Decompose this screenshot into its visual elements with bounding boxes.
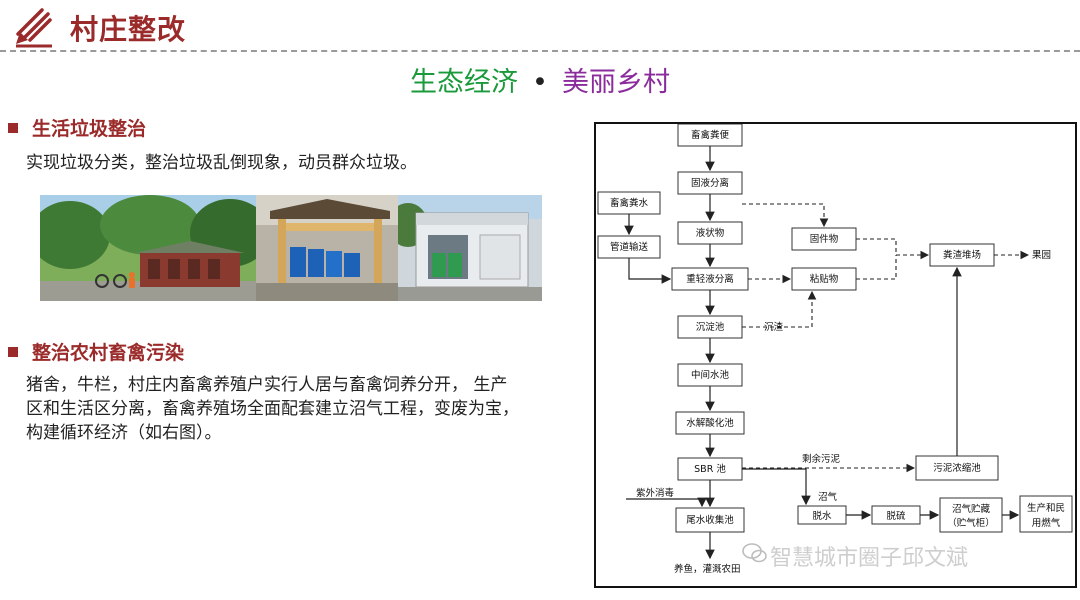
text-line: 猪舍，牛栏，村庄内畜禽养殖户实行人居与畜禽饲养分开， 生产 bbox=[26, 375, 508, 395]
watermark-text: 智慧城市圈子邱文斌 bbox=[770, 546, 969, 571]
svg-text:粪渣堆场: 粪渣堆场 bbox=[943, 249, 981, 261]
photo-garbage-bins bbox=[256, 195, 398, 301]
svg-text:中间水池: 中间水池 bbox=[691, 369, 730, 381]
node-desulfurization: 脱硫 bbox=[871, 505, 921, 525]
svg-text:污泥浓缩池: 污泥浓缩池 bbox=[933, 462, 981, 474]
svg-text:脱硫: 脱硫 bbox=[886, 510, 906, 522]
label-uv-disinfection: 紫外消毒 bbox=[636, 487, 675, 499]
node-sludge-thickener: 污泥浓缩池 bbox=[915, 455, 999, 481]
bullet-square-icon bbox=[8, 122, 18, 133]
node-settling-tank: 沉淀池 bbox=[677, 315, 743, 339]
svg-text:粘贴物: 粘贴物 bbox=[810, 273, 839, 285]
text-line: 区和生活区分离，畜禽养殖场全面配套建立沼气工程，变废为宝， bbox=[26, 399, 519, 419]
svg-text:SBR 池: SBR 池 bbox=[694, 463, 726, 475]
section-text-livestock: 猪舍，牛栏，村庄内畜禽养殖户实行人居与畜禽饲养分开， 生产 区和生活区分离，畜禽… bbox=[26, 373, 519, 445]
label-biogas: 沼气 bbox=[818, 491, 838, 503]
svg-text:沉淀池: 沉淀池 bbox=[696, 321, 725, 333]
svg-text:水解酸化池: 水解酸化池 bbox=[686, 417, 734, 429]
node-manure-water: 畜禽粪水 bbox=[597, 191, 661, 215]
node-middle-tank: 中间水池 bbox=[677, 363, 743, 387]
svg-text:用燃气: 用燃气 bbox=[1032, 517, 1061, 529]
svg-text:脱水: 脱水 bbox=[812, 510, 832, 522]
subtitle-separator: • bbox=[532, 67, 548, 98]
node-biogas-storage: 沼气贮藏 （贮气柜） bbox=[939, 497, 1003, 533]
node-dewatering: 脱水 bbox=[797, 505, 847, 525]
svg-text:（贮气柜）: （贮气柜） bbox=[947, 517, 995, 529]
photo-sanitation-station bbox=[398, 195, 542, 301]
section-heading-livestock: 整治农村畜禽污染 bbox=[8, 338, 184, 365]
svg-text:生产和民: 生产和民 bbox=[1027, 502, 1065, 514]
node-sbr-tank: SBR 池 bbox=[677, 457, 743, 481]
slide-subtitle: 生态经济 • 美丽乡村 bbox=[0, 60, 1080, 99]
label-fish-irrigation: 养鱼，灌溉农田 bbox=[674, 563, 741, 575]
section-heading-text: 整治农村畜禽污染 bbox=[32, 342, 185, 364]
subtitle-left: 生态经济 bbox=[410, 67, 519, 98]
svg-text:液状物: 液状物 bbox=[696, 227, 725, 239]
node-tail-water-tank: 尾水收集池 bbox=[675, 507, 745, 533]
svg-text:重轻液分离: 重轻液分离 bbox=[686, 273, 734, 285]
svg-text:固液分离: 固液分离 bbox=[691, 177, 729, 189]
node-solid-liquid-separation: 固液分离 bbox=[677, 171, 743, 195]
subtitle-right: 美丽乡村 bbox=[561, 67, 670, 98]
svg-text:尾水收集池: 尾水收集池 bbox=[686, 514, 734, 526]
pencil-icon bbox=[16, 8, 52, 48]
header-bar: 村庄整改 bbox=[0, 0, 1080, 52]
bullet-square-icon bbox=[8, 346, 18, 357]
section-heading-text: 生活垃圾整治 bbox=[32, 118, 147, 140]
page-title: 村庄整改 bbox=[70, 13, 187, 46]
section-text-garbage: 实现垃圾分类，整治垃圾乱倒现象，动员群众垃圾。 bbox=[26, 153, 417, 173]
label-orchard: 果园 bbox=[1032, 250, 1051, 261]
node-manure: 畜禽粪便 bbox=[677, 123, 743, 147]
node-solid: 固件物 bbox=[791, 227, 857, 251]
section-heading-garbage: 生活垃圾整治 bbox=[8, 114, 146, 141]
node-liquid: 液状物 bbox=[677, 221, 743, 245]
node-pipeline: 管道输送 bbox=[597, 235, 661, 259]
wechat-icon bbox=[742, 543, 767, 563]
svg-text:固件物: 固件物 bbox=[810, 233, 839, 245]
node-residue-yard: 粪渣堆场 bbox=[929, 243, 995, 267]
svg-text:畜禽粪水: 畜禽粪水 bbox=[610, 197, 649, 209]
label-excess-sludge: 剩余污泥 bbox=[802, 453, 841, 465]
svg-text:沼气贮藏: 沼气贮藏 bbox=[952, 503, 991, 515]
process-flow-diagram: 畜禽粪便 固液分离 畜禽粪水 管道输送 液状物 固件物 重轻液分离 粘贴物 粪渣… bbox=[594, 122, 1077, 588]
svg-text:管道输送: 管道输送 bbox=[610, 241, 649, 253]
node-hydrolysis-tank: 水解酸化池 bbox=[675, 411, 745, 435]
header-divider bbox=[0, 50, 1080, 52]
photo-village-toilet bbox=[40, 195, 256, 301]
node-heavy-light-separation: 重轻液分离 bbox=[671, 267, 749, 291]
node-sticky: 粘贴物 bbox=[791, 267, 857, 291]
svg-text:畜禽粪便: 畜禽粪便 bbox=[691, 129, 730, 141]
text-line: 构建循环经济（如右图）。 bbox=[26, 423, 222, 443]
